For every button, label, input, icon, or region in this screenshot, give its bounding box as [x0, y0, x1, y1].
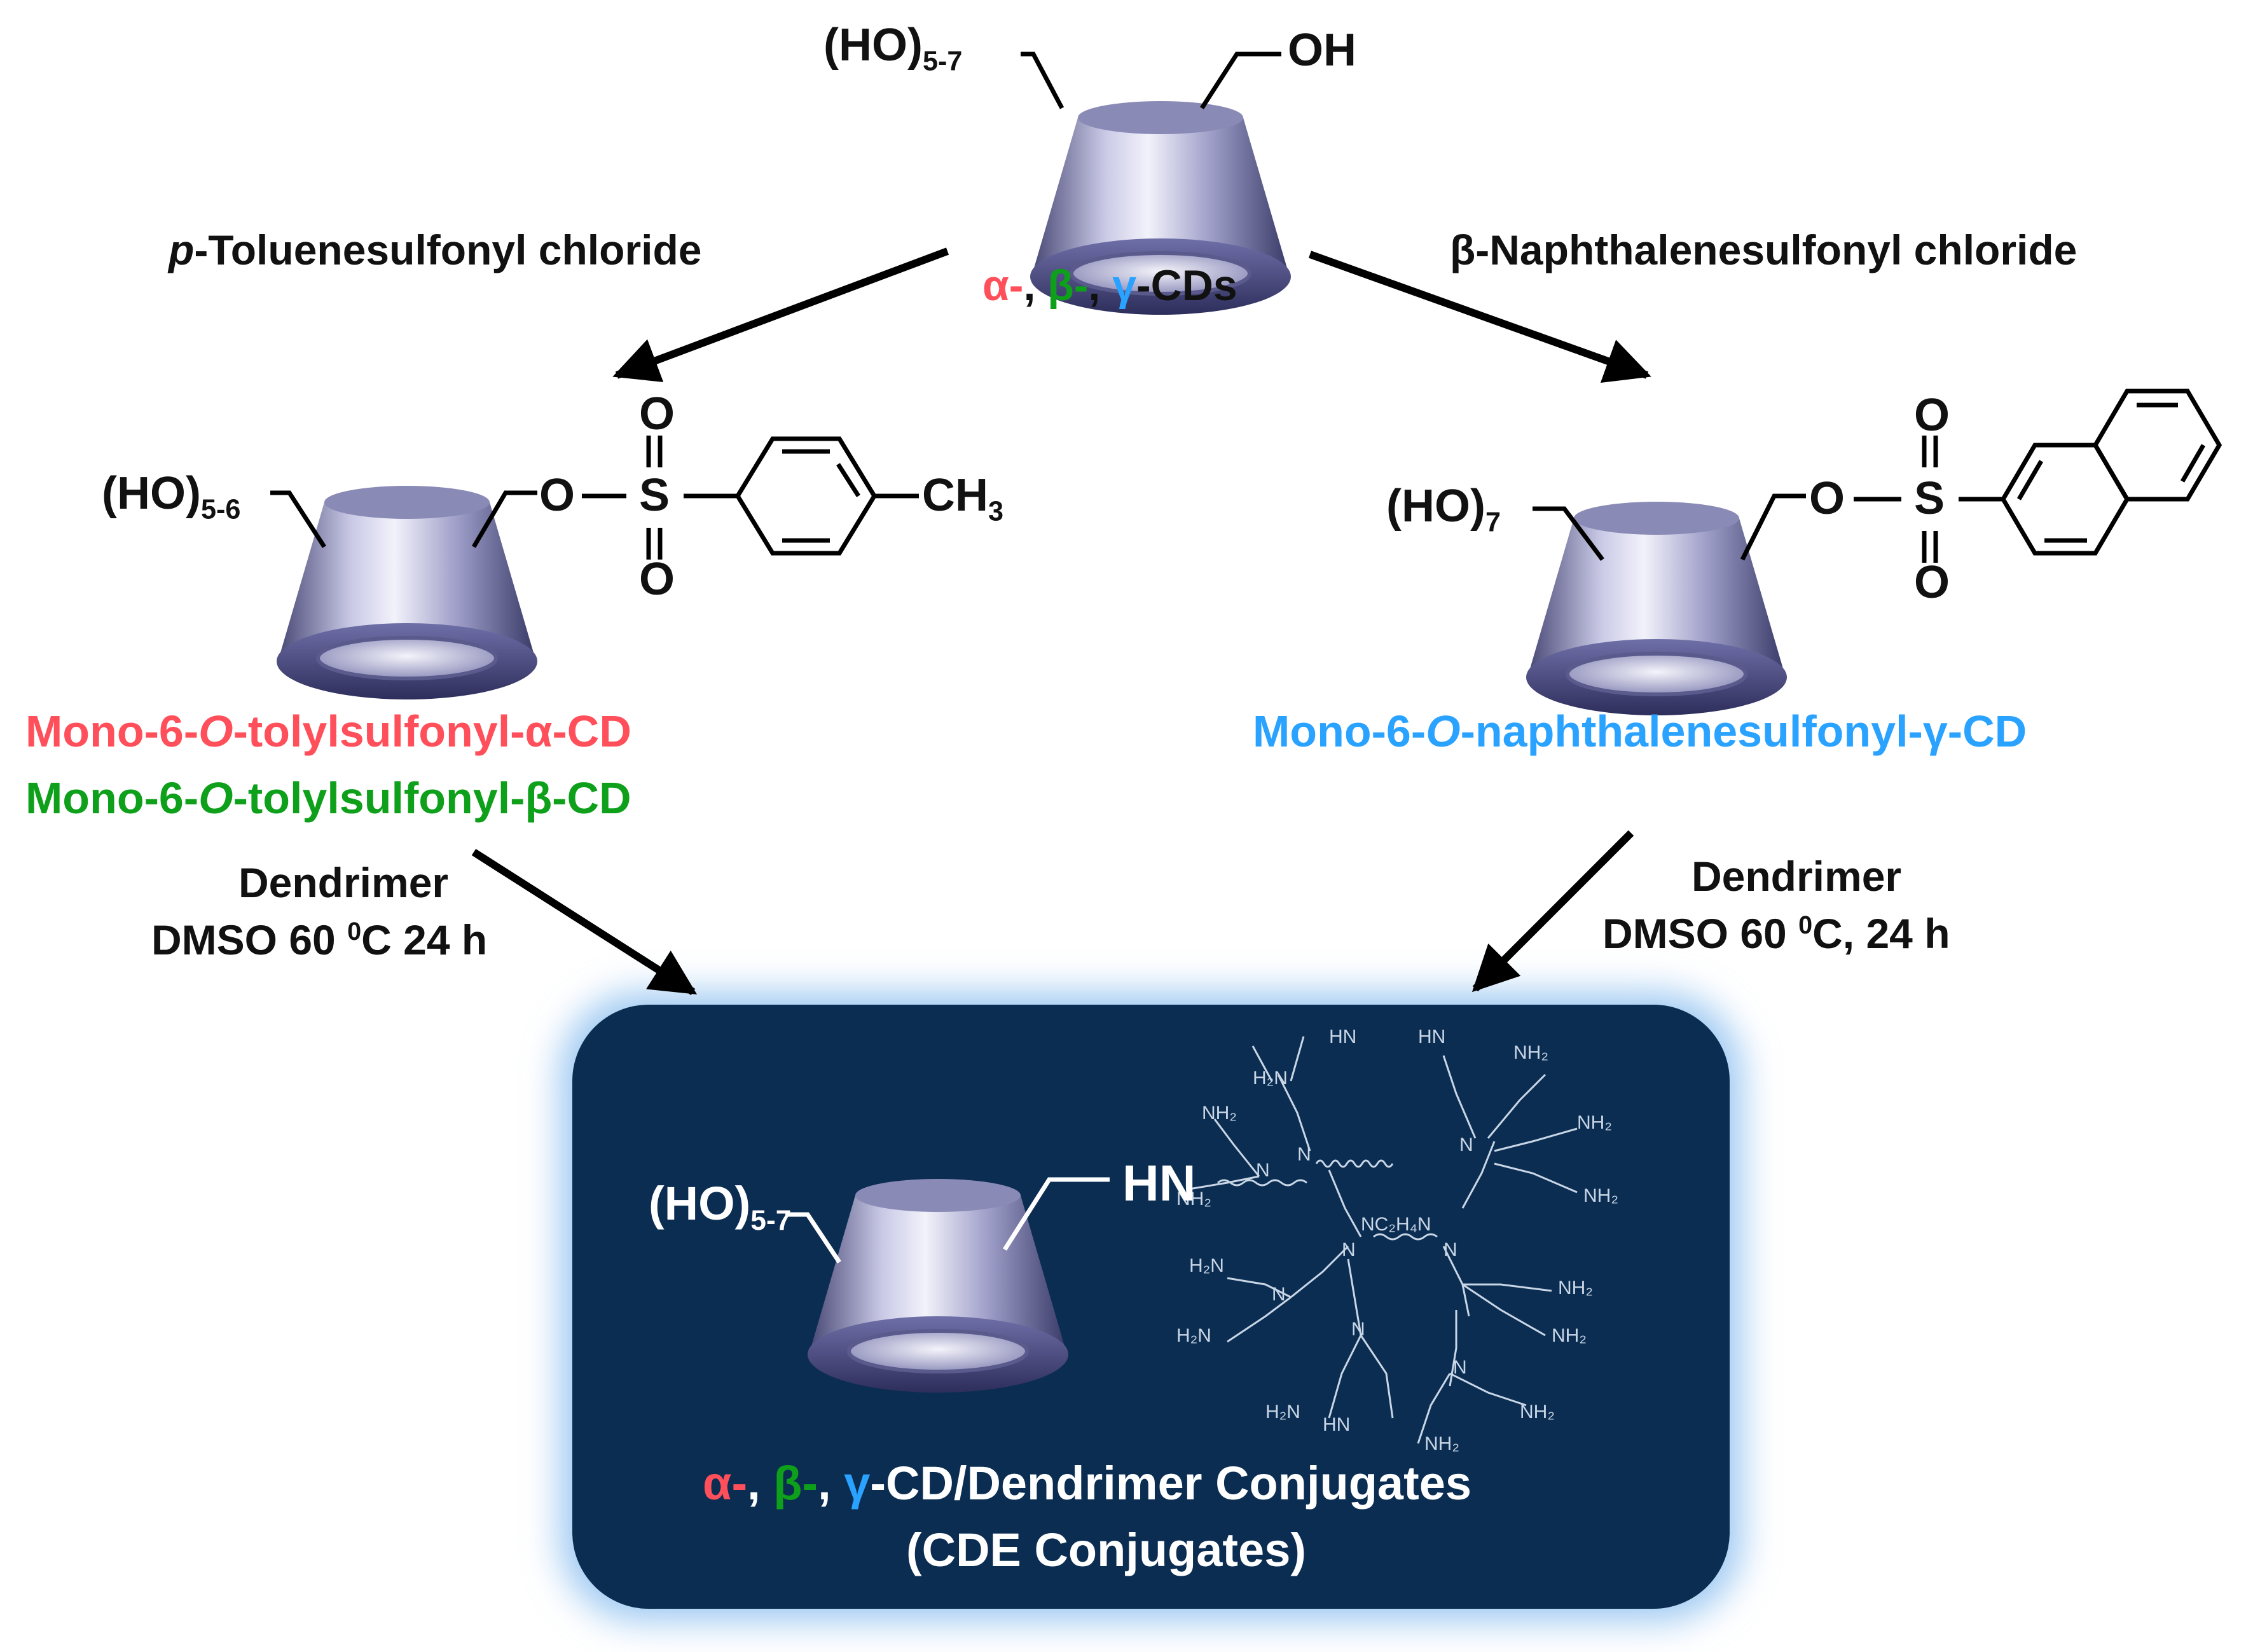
- amine-label: HN: [1418, 1026, 1445, 1047]
- n-label: N: [1342, 1239, 1356, 1260]
- cyclodextrin-left: [277, 486, 537, 699]
- amine-label: H₂N: [1189, 1255, 1224, 1276]
- arrow-bottom-right: [1471, 830, 1634, 993]
- amine-label: HN: [1323, 1414, 1350, 1435]
- amine-label: NH₂: [1577, 1112, 1612, 1133]
- bond-left-o: [471, 490, 537, 548]
- amine-label: NH₂: [1583, 1185, 1618, 1206]
- conditions-left-line2: DMSO 60 0C 24 h: [151, 916, 488, 963]
- naphthalene-ring: [2000, 389, 2222, 556]
- n-label: N: [1297, 1144, 1311, 1165]
- bond-right-oh: [1533, 506, 1604, 561]
- left-o-top: O: [639, 389, 675, 439]
- n-label: N: [1351, 1319, 1365, 1340]
- arrow-bottom-left: [471, 848, 698, 996]
- right-o-top: O: [1914, 390, 1950, 441]
- amine-label: NH₂: [1424, 1433, 1459, 1454]
- benzene-ring: [734, 436, 878, 556]
- amine-label: H₂N: [1253, 1068, 1288, 1089]
- conditions-right-line2: DMSO 60 0C, 24 h: [1602, 910, 1950, 957]
- left-o-link: O: [539, 470, 575, 521]
- product-name-beta: Mono-6-O-tolylsulfonyl-β-CD: [25, 773, 631, 823]
- conjugate-hn: HN: [1122, 1155, 1196, 1211]
- amine-label: H₂N: [1265, 1401, 1300, 1422]
- left-sulfur: S: [639, 470, 670, 521]
- n-label: N: [1256, 1160, 1270, 1181]
- n-label: N: [1444, 1239, 1457, 1260]
- arrow-top-right: [1308, 251, 1651, 383]
- amine-label: NH₂: [1513, 1042, 1548, 1063]
- right-sulfur: S: [1914, 473, 1945, 524]
- bond-top-left: [1021, 52, 1065, 109]
- conjugate-hydroxyl: (HO)5-7: [649, 1177, 792, 1236]
- dendrimer-structure: [1189, 1036, 1578, 1444]
- n-label: N: [1272, 1284, 1286, 1305]
- product-name-gamma: Mono-6-O-naphthalenesulfonyl-γ-CD: [1253, 706, 2027, 756]
- methyl-group: CH3: [922, 470, 1004, 527]
- conjugate-title: α-, β-, γ-CD/Dendrimer Conjugates: [703, 1457, 1472, 1510]
- top-hydroxyl-right: OH: [1288, 25, 1356, 76]
- bond-conj-oh: [785, 1212, 841, 1263]
- reagent-right: β-Naphthalenesulfonyl chloride: [1450, 226, 2077, 273]
- conditions-right-line1: Dendrimer: [1692, 853, 1902, 900]
- amine-label: NH₂: [1558, 1277, 1593, 1298]
- amine-label: NH₂: [1202, 1103, 1237, 1124]
- left-hydroxyl: (HO)5-6: [102, 468, 241, 525]
- n-label: N: [1459, 1134, 1473, 1155]
- amine-label: NH₂: [1176, 1188, 1211, 1209]
- conjugate-subtitle: (CDE Conjugates): [906, 1524, 1306, 1576]
- conditions-left-line1: Dendrimer: [238, 859, 449, 906]
- amine-label: H₂N: [1176, 1325, 1211, 1346]
- top-hydroxyl-left: (HO)5-7: [823, 20, 963, 77]
- bond-left-oh: [270, 490, 326, 548]
- amine-label: NH₂: [1552, 1325, 1587, 1346]
- bond-right-o: [1740, 493, 1806, 561]
- product-name-alpha: Mono-6-O-tolylsulfonyl-α-CD: [25, 706, 631, 756]
- right-o-link: O: [1809, 473, 1845, 524]
- core-label: NC₂H₄N: [1361, 1214, 1431, 1235]
- conjugate-panel: [572, 1005, 1730, 1609]
- reagent-left: p-Toluenesulfonyl chloride: [169, 226, 702, 273]
- n-label: N: [1453, 1357, 1467, 1378]
- bond-top-right: [1200, 52, 1281, 109]
- arrow-top-left: [612, 247, 949, 382]
- left-o-bottom: O: [639, 554, 675, 605]
- bond-conj-hn: [1003, 1177, 1110, 1251]
- right-o-bottom: O: [1914, 557, 1950, 608]
- right-hydroxyl: (HO)7: [1386, 481, 1501, 538]
- amine-label: HN: [1329, 1026, 1356, 1047]
- dendrimer-labels: H₂N HN HN NH₂ NH₂ NH₂ NH₂ NH₂ H₂N H₂N NH…: [1176, 1026, 1618, 1454]
- cyclodextrin-right: [1526, 502, 1787, 715]
- top-cd-label: α-, β-, γ-CDs: [982, 261, 1237, 310]
- amine-label: NH₂: [1520, 1401, 1555, 1422]
